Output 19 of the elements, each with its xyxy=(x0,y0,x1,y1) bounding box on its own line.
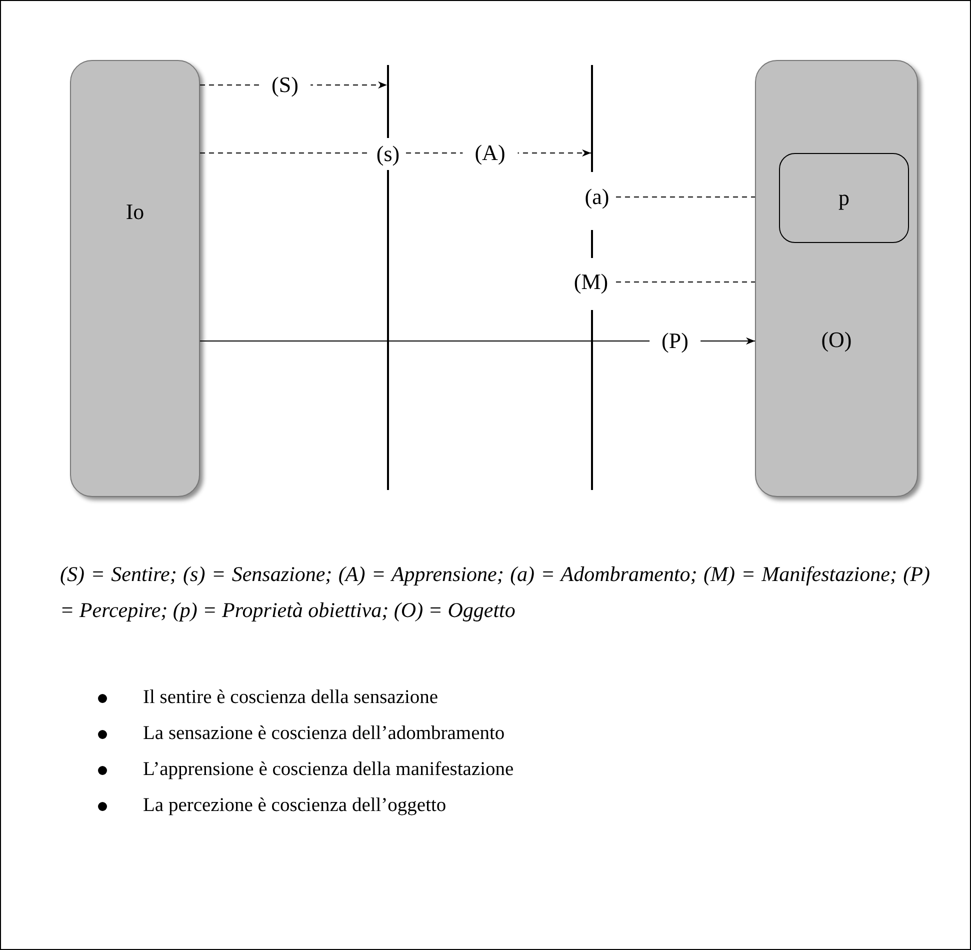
vertical-line xyxy=(591,65,593,172)
edge-label: (A) xyxy=(462,142,518,164)
edge-label: (P) xyxy=(650,330,700,352)
node-label: (O) xyxy=(821,329,852,351)
arrow xyxy=(200,337,756,345)
rounded-box xyxy=(779,153,909,243)
rounded-box xyxy=(755,60,918,497)
list-item: L’apprensione è coscienza della manifestazione xyxy=(143,758,514,782)
node-label: p xyxy=(838,187,850,209)
list-item: Il sentire è coscienza della sensazione xyxy=(143,686,438,710)
rounded-box xyxy=(70,60,200,497)
vertical-line xyxy=(387,65,389,138)
node-label: (s) xyxy=(376,143,400,165)
node-label: (a) xyxy=(584,186,610,208)
caption: (S) = Sentire; (s) = Sensazione; (A) = Apprensione; (a) = Adombramento; (M) = Manifestazione; (P) = Percepire; (p) = Proprietà obiettiva; (O) = Oggetto xyxy=(60,561,930,624)
list-item: La sensazione è coscienza dell’adombramento xyxy=(143,722,505,746)
node-label: Io xyxy=(126,201,144,223)
node-label: (M) xyxy=(574,271,608,293)
list-item: La percezione è coscienza dell’oggetto xyxy=(143,794,446,818)
